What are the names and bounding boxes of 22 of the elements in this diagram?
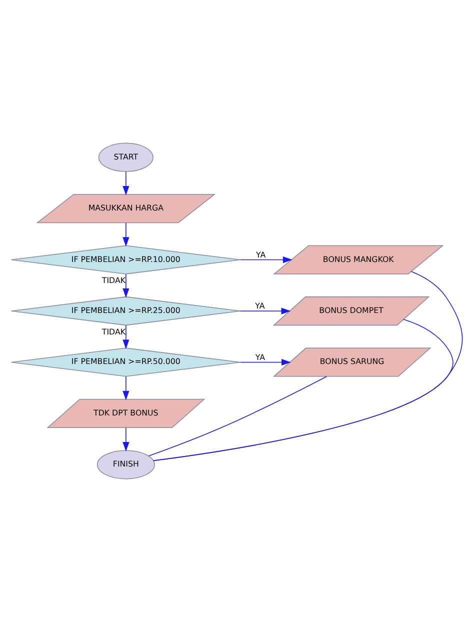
- edge-label: TIDAK: [102, 276, 126, 286]
- connector: [153, 271, 463, 462]
- arrow: [122, 427, 130, 452]
- edge-label: YA: [255, 352, 265, 362]
- node-diamond: IF PEMBELIAN >=RP.50.000: [10, 348, 241, 377]
- arrow: [122, 171, 130, 196]
- arrow: [240, 358, 291, 366]
- arrow: [240, 256, 292, 264]
- node-diamond: IF PEMBELIAN >=RP.10.000: [10, 245, 241, 274]
- arrow: [122, 324, 130, 350]
- arrow: [240, 308, 291, 314]
- arrow: [122, 274, 130, 298]
- connector: [153, 319, 454, 462]
- connector: [148, 376, 327, 456]
- edge-label: YA: [256, 250, 266, 260]
- node-ellipse: FINISH: [96, 450, 155, 480]
- edge-label: TIDAK: [102, 327, 126, 336]
- node-diamond: IF PEMBELIAN >=RP.25.000: [10, 296, 241, 326]
- node-ellipse: START: [98, 142, 154, 172]
- arrow: [122, 376, 130, 400]
- edge-label: YA: [255, 302, 265, 311]
- arrow: [122, 222, 130, 247]
